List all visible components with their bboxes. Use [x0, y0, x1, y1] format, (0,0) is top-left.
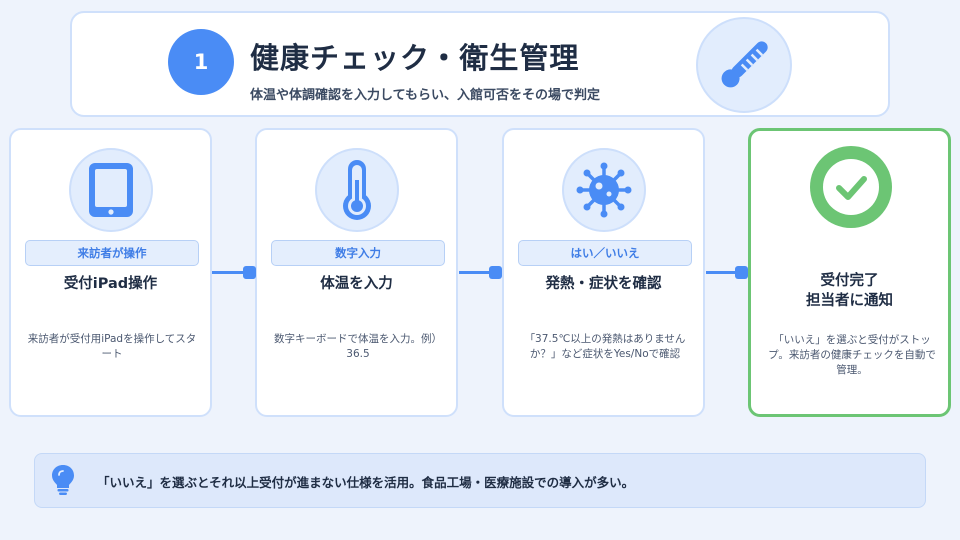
step-card-temperature: 数字入力 体温を入力 数字キーボードで体温を入力。例）36.5 — [255, 128, 458, 417]
connector-dot — [735, 266, 748, 279]
connector-line — [212, 271, 252, 274]
tip-box: 「いいえ」を選ぶとそれ以上受付が進まない仕様を活用。食品工場・医療施設での導入が… — [34, 453, 926, 508]
step-title: 発熱・症状を確認 — [545, 276, 662, 292]
step-number-badge: 1 — [168, 29, 234, 95]
step-description: 「37.5℃以上の発熱はありませんか？」など症状をYes/Noで確認 — [524, 333, 686, 360]
thermometer-icon — [721, 41, 768, 88]
step-description: 来訪者が受付用iPadを操作してスタート — [27, 333, 197, 360]
step-tag: 数字入力 — [271, 240, 445, 266]
step-title: 受付iPad操作 — [63, 276, 158, 292]
header-icon-circle — [696, 17, 792, 113]
step-card-symptoms: はい／いいえ 発熱・症状を確認 「37.5℃以上の発熱はありませんか？」など症状… — [502, 128, 705, 417]
tablet-icon — [89, 163, 133, 217]
step-title-line2: 担当者に通知 — [806, 293, 893, 309]
lightbulb-icon — [51, 464, 75, 500]
step-title: 体温を入力 — [320, 276, 393, 292]
virus-icon — [576, 162, 632, 218]
step-title-line1: 受付完了 — [820, 273, 879, 289]
step-title: 受付完了 担当者に通知 — [751, 271, 948, 311]
step-card-ipad: 来訪者が操作 受付iPad操作 来訪者が受付用iPadを操作してスタート — [9, 128, 212, 417]
step-description: 数字キーボードで体温を入力。例）36.5 — [274, 333, 442, 360]
step-icon-circle — [315, 148, 399, 232]
step-icon-circle — [562, 148, 646, 232]
connector-dot — [489, 266, 502, 279]
page-subtitle: 体温や体調確認を入力してもらい、入館可否をその場で判定 — [250, 88, 600, 103]
connector-dot — [243, 266, 256, 279]
header-card: 1 健康チェック・衛生管理 体温や体調確認を入力してもらい、入館可否をその場で判… — [70, 11, 890, 117]
step-icon-circle — [69, 148, 153, 232]
connector-line — [706, 271, 746, 274]
step-tag: 来訪者が操作 — [25, 240, 199, 266]
step-card-complete: 受付完了 担当者に通知 「いいえ」を選ぶと受付がストップ。来訪者の健康チェックを… — [748, 128, 951, 417]
check-circle-icon — [809, 145, 893, 233]
page-title: 健康チェック・衛生管理 — [250, 41, 580, 75]
tip-text: 「いいえ」を選ぶとそれ以上受付が進まない仕様を活用。食品工場・医療施設での導入が… — [97, 475, 635, 490]
connector-line — [459, 271, 499, 274]
step-tag: はい／いいえ — [518, 240, 692, 266]
step-description: 「いいえ」を選ぶと受付がストップ。来訪者の健康チェックを自動で管理。 — [768, 334, 936, 376]
thermometer-half-icon — [343, 160, 371, 220]
